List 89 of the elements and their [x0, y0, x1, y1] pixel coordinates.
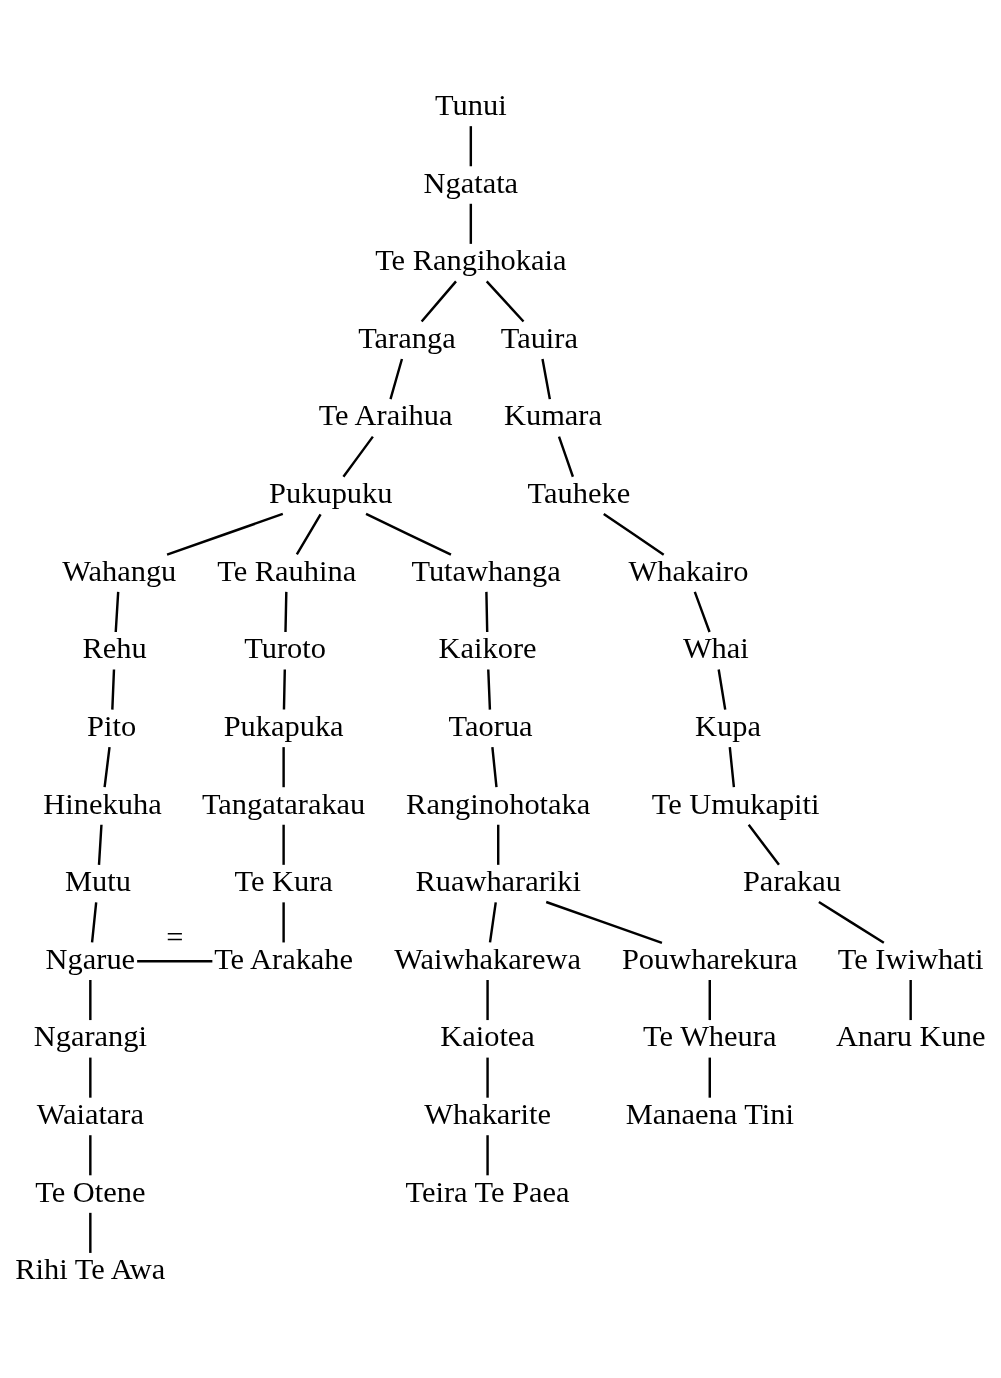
node-text: Te Kura: [234, 863, 333, 898]
connector: [295, 513, 322, 555]
node-text: Ngarangi: [33, 1018, 147, 1053]
node-text: Parakau: [742, 863, 841, 898]
connector: [89, 1134, 92, 1175]
connector: [486, 1134, 489, 1175]
node-text: Te Wheura: [643, 1018, 777, 1053]
connector: [137, 959, 213, 962]
connector: [485, 280, 525, 322]
connector: [747, 823, 780, 866]
connector: [818, 900, 885, 944]
connector: [486, 979, 489, 1020]
node-text: Mutu: [64, 863, 131, 898]
connector: [166, 512, 284, 556]
node-text: Whai: [682, 630, 749, 665]
node-text: Rihi Te Awa: [15, 1251, 166, 1286]
node-text: Tauheke: [527, 475, 631, 510]
node-text: Pukupuku: [269, 475, 393, 510]
connector: [485, 591, 489, 632]
connector: [282, 901, 285, 942]
connector: [541, 358, 552, 399]
node-text: Te Iwiwhati: [837, 941, 984, 976]
connector: [114, 591, 120, 632]
connector: [89, 1212, 92, 1253]
node-text: Waiwhakarewa: [394, 941, 581, 976]
connector: [491, 746, 498, 787]
edge-label: =: [166, 919, 184, 954]
connector: [469, 203, 473, 244]
node-text: Ruawharariki: [415, 863, 582, 898]
node-text: Kaiotea: [440, 1018, 535, 1053]
node-text: Tunui: [435, 87, 507, 122]
node-text: Teira Te Paea: [405, 1174, 570, 1209]
connector: [488, 901, 497, 943]
connector: [282, 746, 285, 787]
connector: [389, 358, 404, 399]
node-text: Ranginohotaka: [406, 786, 591, 821]
connector: [103, 746, 111, 787]
connector: [90, 901, 98, 943]
node-text: Turoto: [244, 630, 327, 665]
node-text: Whakarite: [424, 1096, 551, 1131]
node-text: Te Rangihokaia: [375, 242, 567, 277]
node-text: Kumara: [504, 397, 602, 432]
node-text: Te Umukapiti: [651, 786, 820, 821]
node-text: Whakairo: [628, 553, 749, 588]
connector: [469, 125, 473, 166]
connector: [97, 824, 103, 865]
connector: [708, 1057, 711, 1098]
connector: [486, 1057, 489, 1098]
node-text: Te Otene: [35, 1174, 146, 1209]
node-text: Pukapuka: [223, 708, 344, 743]
node-text: Kaikore: [438, 630, 537, 665]
node-text: Manaena Tini: [625, 1096, 794, 1131]
connector: [693, 590, 711, 632]
node-text: Pouwharekura: [621, 941, 798, 976]
connector: [282, 668, 286, 710]
connector: [420, 280, 457, 322]
connector: [282, 824, 285, 865]
node-text: Taranga: [358, 320, 456, 355]
connector: [89, 979, 92, 1020]
node-text: Wahangu: [62, 553, 177, 588]
node-text: Anaru Kune: [835, 1018, 986, 1053]
connector: [487, 668, 492, 710]
node-text: Ngarue: [45, 941, 136, 976]
connector: [557, 435, 575, 477]
connector: [708, 979, 711, 1020]
node-text: Waiatara: [36, 1096, 144, 1131]
connector: [728, 746, 736, 787]
connector: [89, 1057, 92, 1098]
connector: [111, 668, 116, 710]
node-text: Tangatarakau: [201, 786, 366, 821]
node-text: Pito: [87, 708, 137, 743]
connector: [365, 512, 452, 556]
node-text: Ngatata: [423, 165, 519, 200]
node-text: Tauira: [500, 320, 578, 355]
node-text: Taorua: [448, 708, 533, 743]
node-text: Rehu: [82, 630, 147, 665]
connector: [342, 435, 374, 477]
node-text: Hinekuha: [43, 786, 162, 821]
connector: [284, 591, 288, 632]
connector: [545, 900, 663, 944]
connector: [497, 824, 500, 865]
node-text: Te Arakahe: [214, 941, 354, 976]
connector: [909, 979, 912, 1020]
connector: [717, 668, 727, 710]
node-text: Kupa: [695, 708, 761, 743]
node-text: Te Rauhina: [217, 553, 357, 588]
connector: [603, 512, 665, 556]
node-text: Tutawhanga: [411, 553, 561, 588]
node-text: Te Araihua: [318, 397, 453, 432]
